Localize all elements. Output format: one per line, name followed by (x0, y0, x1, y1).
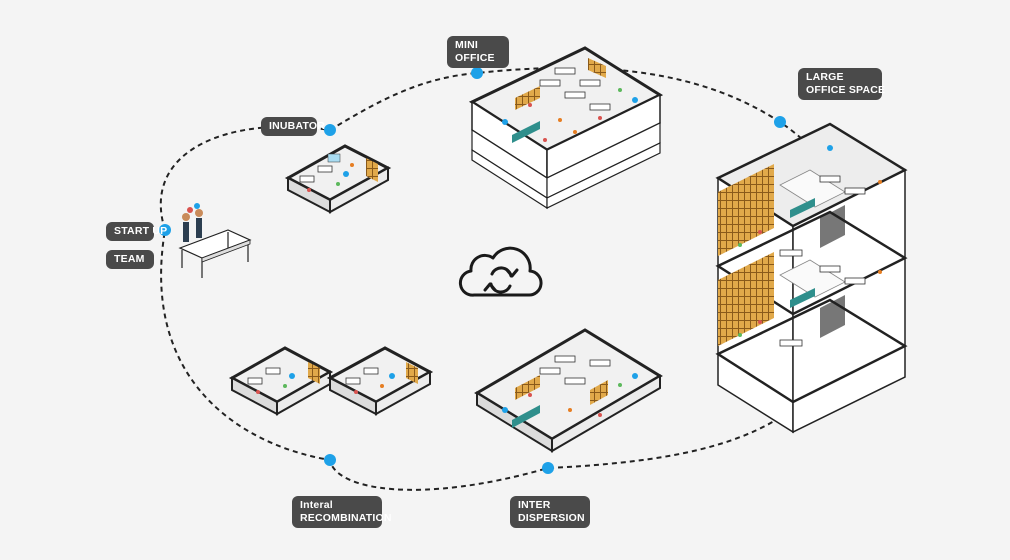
label-incubator: INUBATOR (261, 117, 325, 136)
node-internal-recombination[interactable] (324, 454, 336, 466)
node-incubator[interactable] (324, 124, 336, 136)
large-office-illustration (715, 122, 908, 434)
node-mini-office[interactable] (471, 67, 483, 79)
internal-recombination-illustration (228, 346, 434, 416)
label-inter-dispersion: INTER DISPERSION (510, 496, 590, 528)
label-mini-office: MINI OFFICE (447, 36, 509, 68)
label-team: TEAM (106, 250, 154, 269)
label-large-office: LARGE OFFICE SPACE (798, 68, 885, 100)
node-inter-dispersion[interactable] (542, 462, 554, 474)
label-startup: START UP (106, 222, 167, 241)
mini-office-illustration (468, 46, 664, 210)
incubator-room-illustration (284, 144, 392, 214)
inter-dispersion-illustration (474, 328, 663, 453)
node-large-office[interactable] (774, 116, 786, 128)
cloud-sync-icon (458, 246, 543, 297)
label-internal-recombination: Interal RECOMBINATION (292, 496, 391, 528)
startup-team-illustration (178, 203, 252, 278)
node-startup[interactable] (159, 224, 171, 236)
